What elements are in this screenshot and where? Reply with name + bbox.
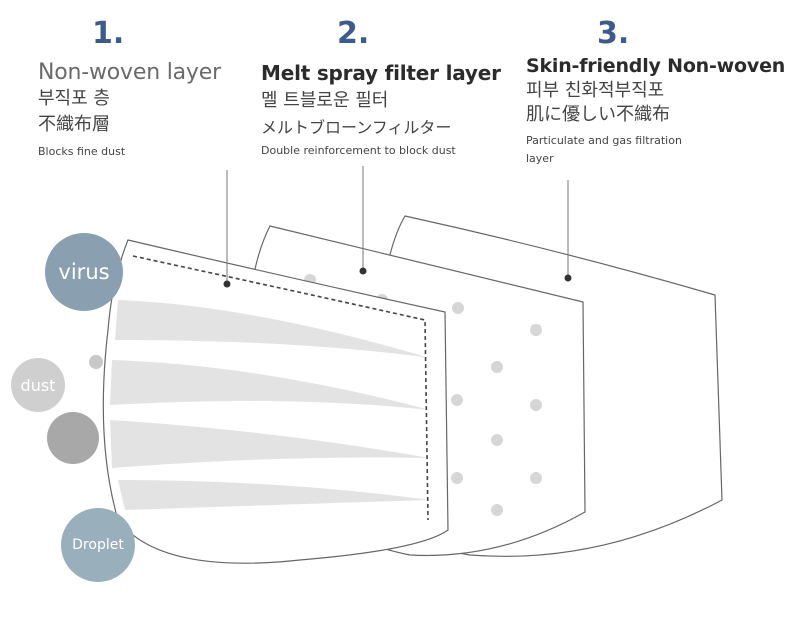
layer-3-korean: 피부 친화적부직포 [526, 80, 665, 101]
layer-3-number: 3. [597, 16, 630, 51]
filter-dot [451, 472, 463, 484]
pointer-dot-1 [223, 280, 231, 288]
layer-2-number: 2. [337, 16, 370, 51]
pleat [110, 420, 430, 468]
layer-1-sheet [102, 239, 449, 564]
layer-3-japanese: 肌に優しい不織布 [526, 104, 670, 125]
dark-particle [47, 412, 99, 464]
stitch-line [132, 255, 429, 521]
pleat [115, 300, 430, 358]
layer-1-japanese: 不織布層 [38, 114, 110, 135]
layer-3-description: Particulate and gas filtration layer [526, 134, 682, 165]
dust-label: dust [20, 375, 56, 395]
pleat [118, 480, 430, 510]
layer-1-number: 1. [92, 16, 125, 51]
droplet-bubble: Droplet [61, 508, 135, 582]
dust-bubble: dust [11, 358, 65, 412]
virus-bubble: virus [45, 233, 123, 311]
filter-dot [491, 504, 503, 516]
layer-2-japanese: メルトブローンフィルター [261, 118, 452, 137]
filter-dot [451, 394, 463, 406]
virus-label: virus [58, 260, 110, 284]
pointer-dot-2 [359, 267, 367, 275]
layer-2-title: Melt spray filter layer [261, 61, 501, 85]
layer-2-korean: 멜 트블로운 필터 [261, 90, 389, 111]
filter-dot [491, 434, 503, 446]
filter-dot [530, 324, 542, 336]
filter-dot [530, 399, 542, 411]
layer-1-korean: 부직포 층 [38, 88, 110, 109]
filter-dot [530, 472, 542, 484]
layer-1-description: Blocks fine dust [38, 145, 126, 158]
pointer-dot-3 [564, 274, 572, 282]
layer-3-title: Skin-friendly Non-woven [526, 55, 786, 77]
filter-dot [452, 302, 464, 314]
pleat [110, 360, 430, 410]
small-dust-particle [89, 355, 103, 369]
layer-1-title: Non-woven layer [38, 60, 221, 85]
droplet-label: Droplet [72, 537, 124, 553]
filter-dot [491, 361, 503, 373]
layer-2-description: Double reinforcement to block dust [261, 144, 456, 157]
